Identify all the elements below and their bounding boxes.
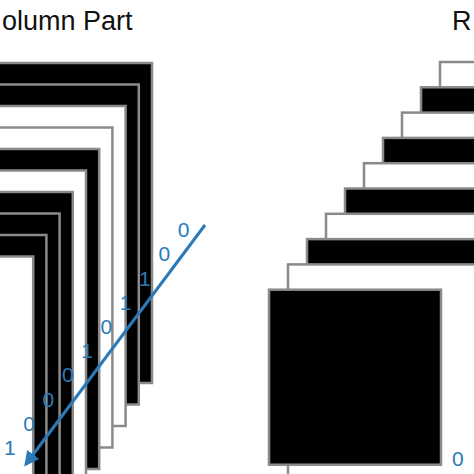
row-square <box>269 290 441 465</box>
bit-digit: 0 <box>62 364 74 385</box>
bit-digit: 1 <box>4 437 16 458</box>
bit-digit: 0 <box>158 243 170 264</box>
row-part-squares <box>269 62 474 474</box>
column-square <box>0 257 33 474</box>
part-heading: olumn Part <box>2 8 133 35</box>
bit-digit: 0 <box>43 389 55 410</box>
bit-digit: 0 <box>178 219 190 240</box>
bit-digit: 0 <box>23 413 35 434</box>
bit-digit: 1 <box>139 268 151 289</box>
bit-order-arrow <box>26 225 205 464</box>
bit-digit: 1 <box>81 340 93 361</box>
column-part-squares <box>0 63 152 474</box>
bit-digit: 0 <box>452 448 464 469</box>
bit-digit: 1 <box>120 292 132 313</box>
bit-digit: 0 <box>101 316 113 337</box>
part-heading: R <box>452 8 472 35</box>
